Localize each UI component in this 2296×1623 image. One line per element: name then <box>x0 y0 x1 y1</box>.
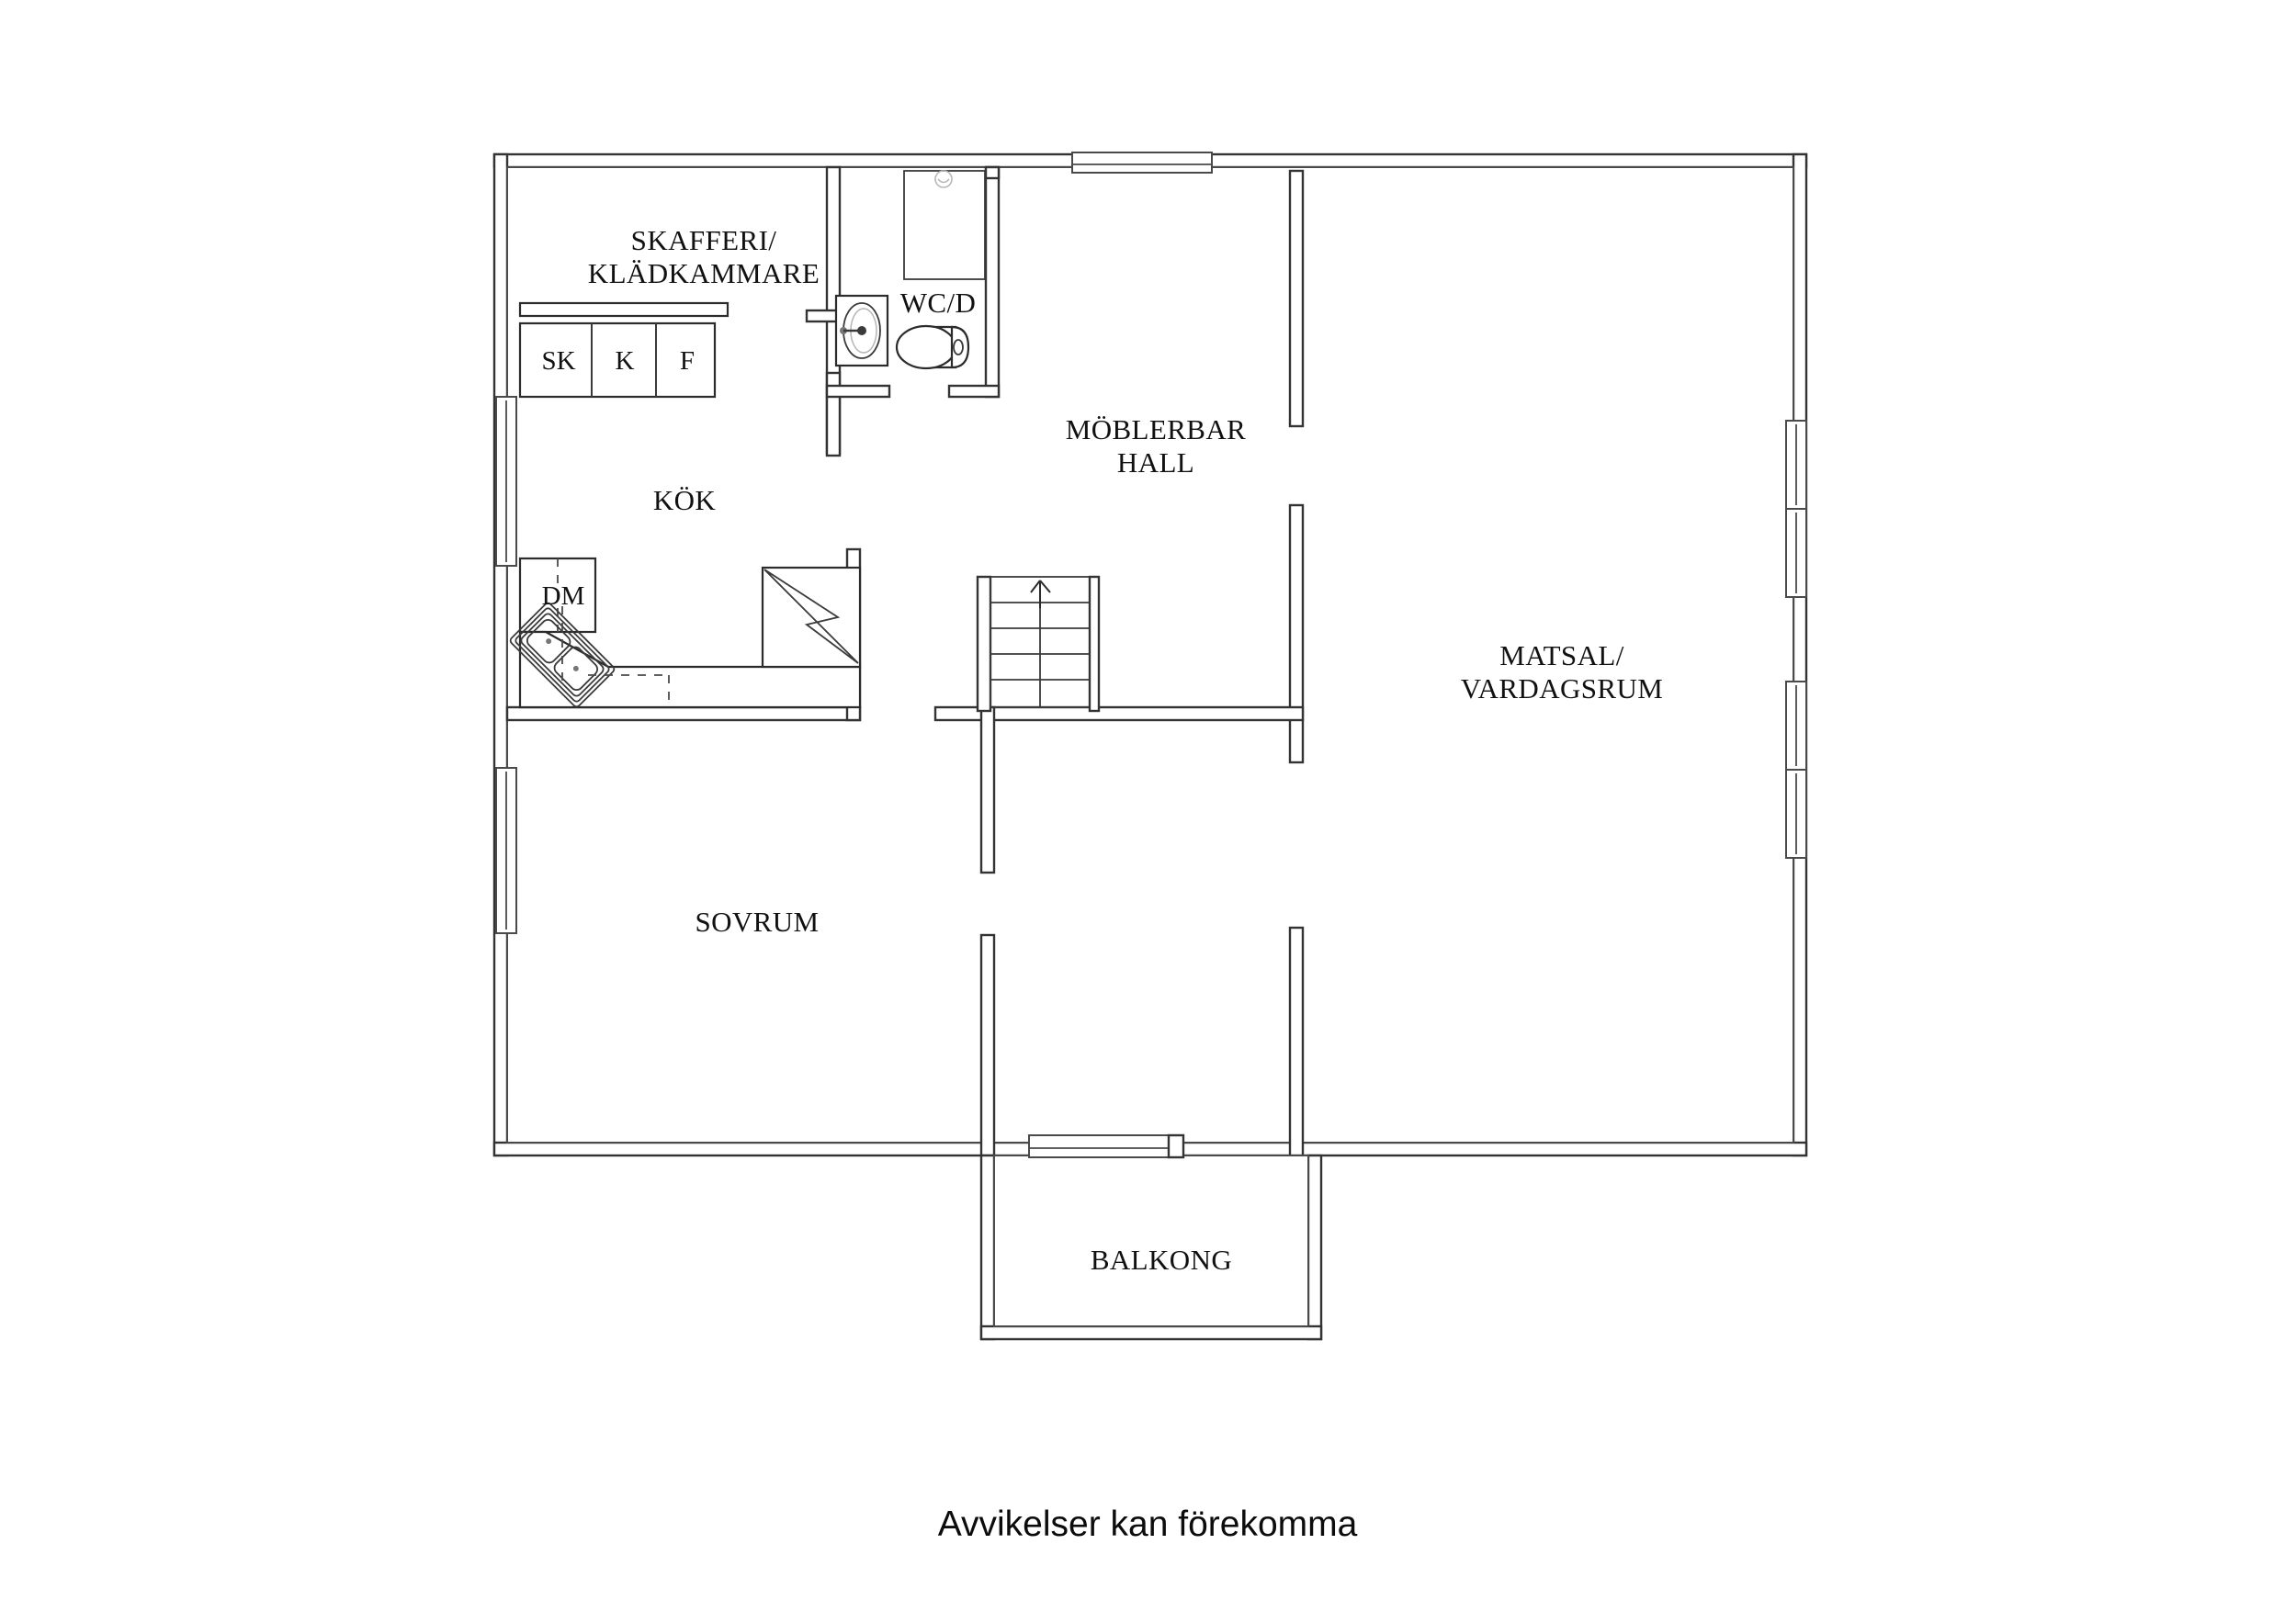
window-left-lower <box>495 767 517 934</box>
window-right-4 <box>1785 769 1807 859</box>
wall-hall-matsal-upper <box>1288 169 1305 428</box>
bathroom-sink <box>834 294 889 367</box>
entry-door-top[interactable] <box>1071 152 1213 174</box>
wall-wc-bottom-left <box>825 384 891 399</box>
label-kok: KÖK <box>653 484 717 516</box>
balcony-door[interactable] <box>1028 1134 1170 1158</box>
label-hall-line2: HALL <box>1117 446 1194 479</box>
label-hall-line1: MÖBLERBAR <box>1066 413 1247 445</box>
stove-hob <box>761 566 862 669</box>
kitchen-double-sink <box>509 602 616 708</box>
wall-below-stairs <box>933 705 1305 722</box>
dishwasher-dm <box>518 557 597 634</box>
wall-kok-sovrum <box>505 705 862 722</box>
balcony-outline <box>979 1154 1323 1341</box>
label-balkong: BALKONG <box>1091 1244 1232 1276</box>
window-right-3 <box>1785 681 1807 771</box>
skafferi-shelf <box>518 301 730 318</box>
wall-sovrum-hall-lower <box>979 933 996 1157</box>
appliance-labels: SK K F DM <box>541 346 695 611</box>
label-matsal-line2: VARDAGSRUM <box>1461 672 1664 704</box>
window-left-upper <box>495 396 517 567</box>
label-f: F <box>680 346 695 376</box>
wall-stub-skafferi-bottom <box>805 309 842 323</box>
label-sk: SK <box>541 346 575 376</box>
disclaimer-caption: Avvikelser kan förekomma <box>938 1505 1358 1544</box>
label-k: K <box>616 346 635 376</box>
cabinet-row-sk-k-f <box>518 321 717 399</box>
label-skafferi-line2: KLÄDKAMMARE <box>588 257 820 289</box>
stairs-up-arrow <box>1030 580 1051 608</box>
balcony-door-jamb <box>1167 1133 1185 1159</box>
label-sovrum: SOVRUM <box>695 906 819 938</box>
label-dm: DM <box>542 581 585 611</box>
shower-cubicle <box>903 170 986 280</box>
wall-wc-right <box>984 165 1001 399</box>
window-right-1 <box>1785 420 1807 510</box>
staircase-up <box>976 575 1101 713</box>
wall-hall-matsal-middle <box>1288 503 1305 764</box>
wall-hall-left <box>984 165 1001 180</box>
wall-wc-bottom-right <box>947 384 1001 399</box>
kitchen-sink-dashed-guides <box>561 606 670 707</box>
label-matsal-line1: MATSAL/ <box>1499 639 1623 671</box>
label-skafferi-line1: SKAFFERI/ <box>631 224 777 256</box>
room-labels: SKAFFERI/ KLÄDKAMMARE WC/D MÖBLERBAR HAL… <box>588 224 1663 1276</box>
toilet <box>895 324 970 370</box>
outer-wall-inner-face <box>506 166 1794 1144</box>
window-right-2 <box>1785 508 1807 598</box>
wall-hall-matsal-lower <box>1288 926 1305 1157</box>
label-wc: WC/D <box>900 287 977 319</box>
wall-sovrum-hall-upper <box>979 705 996 874</box>
